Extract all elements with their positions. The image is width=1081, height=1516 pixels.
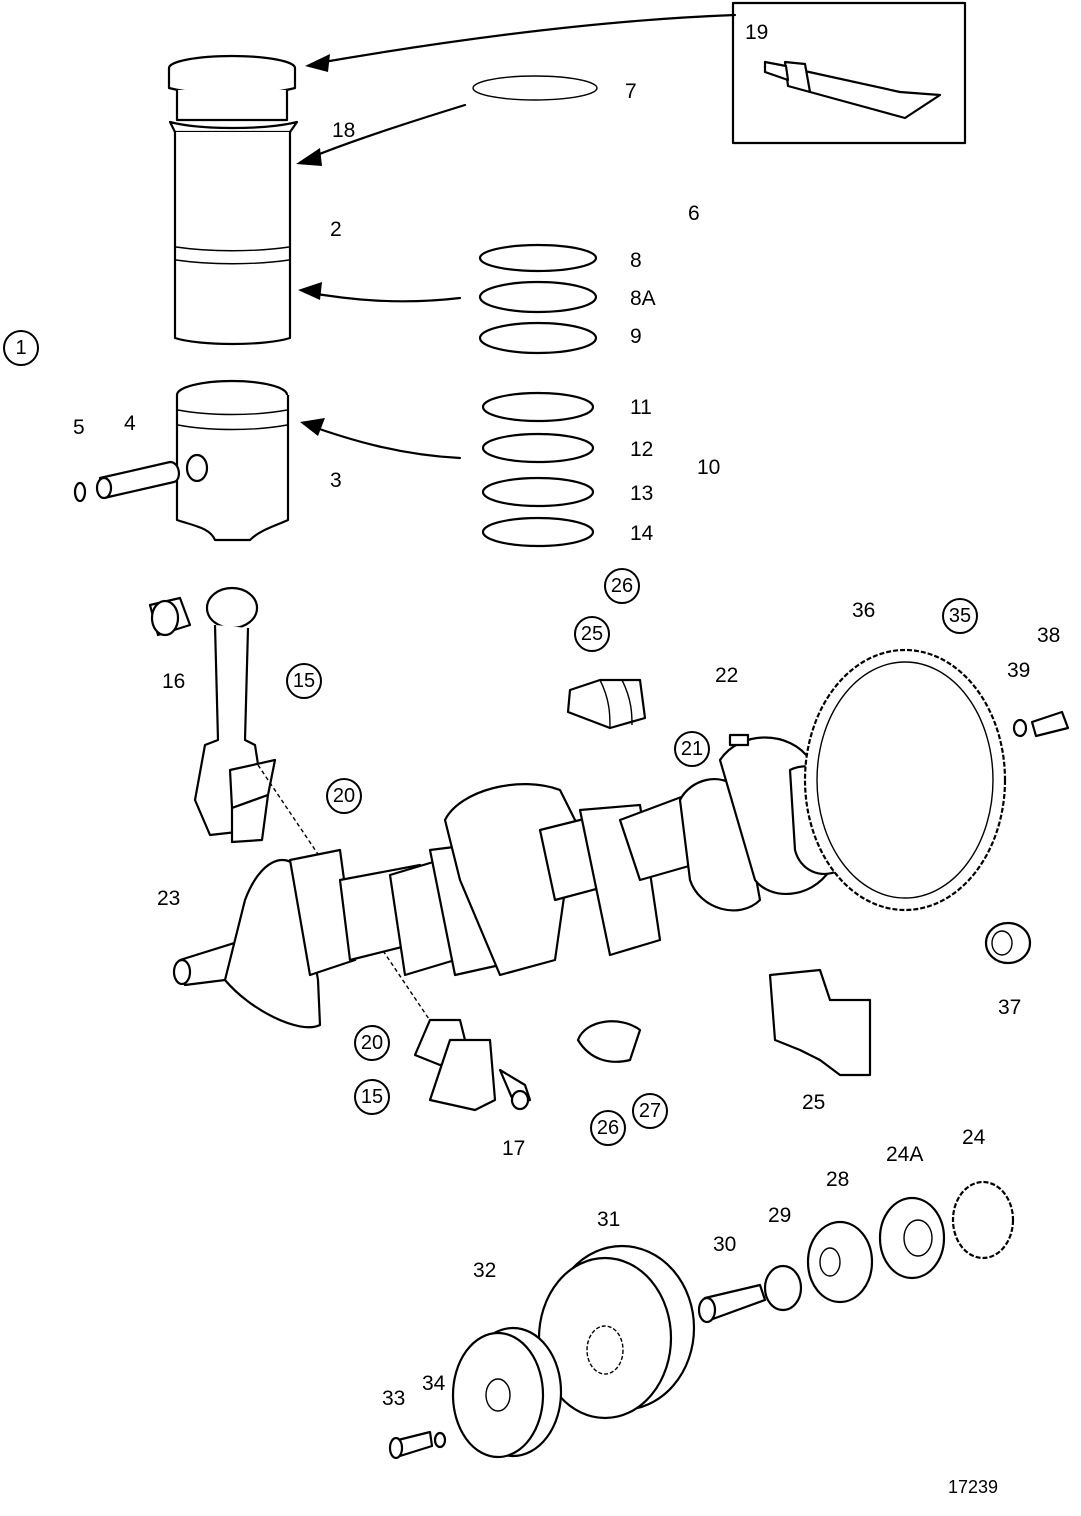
circled-label-27: 27 — [632, 1093, 668, 1129]
circled-label-20-upper: 20 — [326, 778, 362, 814]
label-11: 11 — [630, 396, 652, 419]
label-7: 7 — [625, 80, 637, 103]
label-31: 31 — [597, 1208, 621, 1231]
label-16: 16 — [162, 670, 186, 693]
circled-label-26-lower: 26 — [590, 1110, 626, 1146]
label-12: 12 — [630, 438, 654, 461]
label-30: 30 — [713, 1233, 737, 1256]
label-9: 9 — [630, 325, 642, 348]
vibration-damper — [537, 1244, 696, 1420]
label-8: 8 — [630, 249, 642, 272]
connecting-rod — [148, 586, 277, 844]
label-22: 22 — [715, 664, 739, 687]
label-32: 32 — [473, 1259, 497, 1282]
label-2: 2 — [330, 218, 342, 241]
label-5: 5 — [73, 416, 85, 439]
label-24: 24 — [962, 1126, 986, 1149]
label-36: 36 — [852, 599, 876, 622]
label-29: 29 — [768, 1204, 792, 1227]
circled-label-26-upper: 26 — [604, 568, 640, 604]
crank-pulley — [451, 1326, 563, 1459]
circled-label-20-lower: 20 — [354, 1025, 390, 1061]
piston — [175, 379, 290, 542]
label-23: 23 — [157, 887, 181, 910]
flywheel-gear — [803, 648, 1007, 912]
label-14: 14 — [630, 522, 654, 545]
label-24a: 24A — [886, 1143, 924, 1166]
label-4: 4 — [124, 412, 136, 435]
label-18: 18 — [332, 119, 356, 142]
label-10: 10 — [697, 456, 721, 479]
label-28: 28 — [826, 1168, 850, 1191]
circled-label-1: 1 — [3, 330, 39, 366]
label-19: 19 — [745, 21, 769, 44]
cylinder-liner — [167, 54, 299, 346]
label-25: 25 — [802, 1091, 826, 1114]
circled-label-15-upper: 15 — [286, 663, 322, 699]
circled-label-21: 21 — [674, 731, 710, 767]
label-3: 3 — [330, 469, 342, 492]
label-6: 6 — [688, 202, 700, 225]
label-13: 13 — [630, 482, 654, 505]
figure-number: 17239 — [948, 1477, 999, 1497]
circled-label-35: 35 — [942, 598, 978, 634]
circled-label-15-lower: 15 — [354, 1079, 390, 1115]
sealant-tube-box — [731, 1, 967, 145]
label-37: 37 — [998, 996, 1022, 1019]
label-38: 38 — [1037, 624, 1061, 647]
label-34: 34 — [422, 1372, 446, 1395]
label-39: 39 — [1007, 659, 1031, 682]
label-17: 17 — [502, 1137, 526, 1160]
circled-label-25: 25 — [574, 616, 610, 652]
label-8a: 8A — [630, 287, 656, 310]
label-33: 33 — [382, 1387, 406, 1410]
